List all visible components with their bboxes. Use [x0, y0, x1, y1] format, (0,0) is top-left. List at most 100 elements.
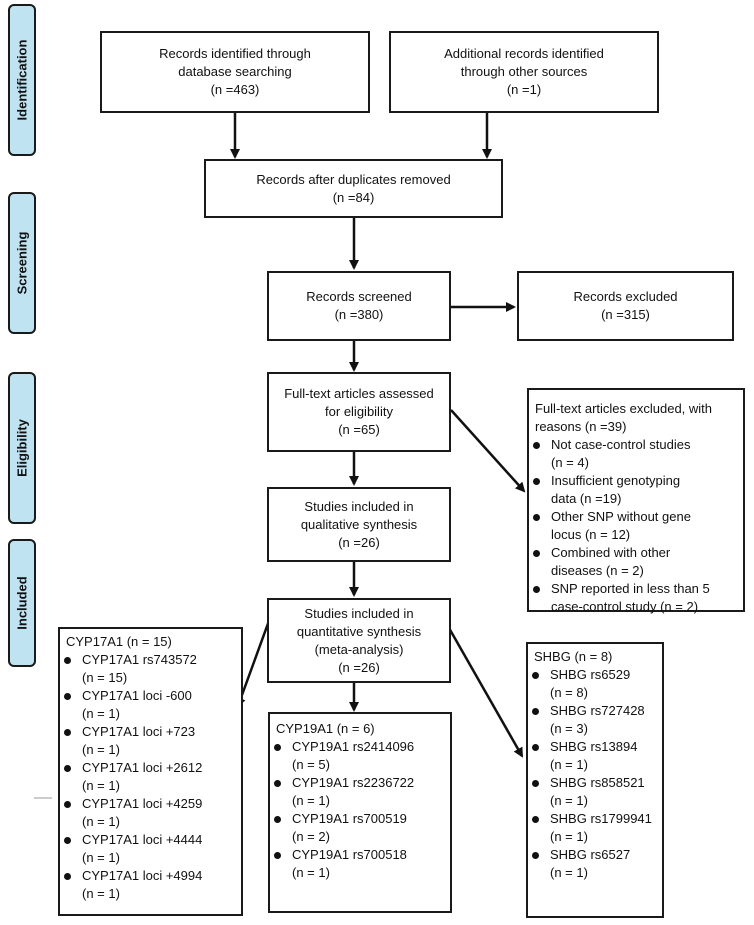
list-item: SHBG rs13894	[528, 738, 662, 756]
shbg-list: SHBG rs6529 (n = 8) SHBG rs727428 (n = 3…	[528, 666, 662, 882]
list-item: CYP19A1 rs2236722	[270, 774, 450, 792]
list-item-count: (n = 1)	[82, 778, 120, 793]
list-item-count: case-control study (n = 2)	[551, 599, 699, 614]
list-item: CYP17A1 loci +4994	[60, 867, 241, 885]
list-item: Not case-control studies	[529, 436, 743, 454]
box-text: Records after duplicates removed	[256, 171, 451, 187]
box-after-duplicates: Records after duplicates removed (n =84)	[204, 159, 503, 218]
list-item-count: (n = 1)	[82, 850, 120, 865]
list-item-label: CYP19A1 rs700518	[292, 847, 407, 862]
list-item-label: CYP17A1 loci -600	[82, 688, 192, 703]
list-item-label: SHBG rs6527	[550, 847, 631, 862]
box-text: quantitative synthesis	[296, 623, 422, 639]
list-item: Combined with other	[529, 544, 743, 562]
list-item-label: CYP17A1 loci +4444	[82, 832, 203, 847]
arrow-fulltext-to-excluded	[450, 409, 526, 493]
stage-included-label: Included	[14, 576, 30, 630]
list-item-count: (n = 1)	[550, 757, 588, 772]
box-text: (n =84)	[332, 189, 375, 205]
box-text: (n =1)	[506, 82, 542, 97]
list-item-count: locus (n = 12)	[551, 527, 631, 542]
cyp17a1-list: CYP17A1 rs743572 (n = 15) CYP17A1 loci -…	[60, 651, 241, 903]
list-item-label: SHBG rs1799941	[550, 811, 652, 826]
arrow-quantitative-to-cyp17a1	[236, 617, 272, 708]
list-item: CYP17A1 rs743572	[60, 651, 241, 669]
stage-included: Included	[8, 539, 36, 667]
cyp19a1-list: CYP19A1 rs2414096 (n = 5) CYP19A1 rs2236…	[270, 738, 450, 882]
box-header: SHBG (n = 8)	[534, 649, 613, 664]
box-text: database searching	[178, 64, 292, 79]
box-text: qualitative synthesis	[300, 516, 418, 532]
list-item-label: CYP19A1 rs2236722	[292, 775, 415, 790]
stage-eligibility: Eligibility	[8, 372, 36, 524]
list-item-label: CYP17A1 loci +2612	[82, 760, 203, 775]
list-item-label: Not case-control studies	[551, 437, 691, 452]
box-cyp17a1: CYP17A1 (n = 15) CYP17A1 rs743572 (n = 1…	[58, 627, 243, 916]
list-item-label: Combined with other	[551, 545, 671, 560]
box-database-search: Records identified through database sear…	[100, 31, 370, 113]
stage-identification: Identification	[8, 4, 36, 156]
box-text: Records screened	[306, 289, 412, 304]
box-text: reasons (n =39)	[535, 419, 627, 434]
list-item-label: CYP17A1 rs743572	[82, 652, 197, 667]
box-quantitative-synthesis: Studies included in quantitative synthes…	[267, 598, 451, 683]
box-fulltext-assessed: Full-text articles assessed for eligibil…	[267, 372, 451, 452]
box-header: CYP17A1 (n = 15)	[66, 634, 172, 649]
list-item-label: SHBG rs858521	[550, 775, 645, 790]
box-fulltext-excluded: Full-text articles excluded, with reason…	[527, 388, 745, 614]
list-item: CYP19A1 rs700519	[270, 810, 450, 828]
list-item-label: SNP reported in less than 5	[551, 581, 710, 596]
box-qualitative-synthesis: Studies included in qualitative synthesi…	[267, 487, 451, 562]
list-item-count: (n = 5)	[292, 757, 330, 772]
list-item-count: (n = 1)	[82, 742, 120, 757]
stage-identification-label: Identification	[14, 39, 30, 121]
list-item-label: CYP17A1 loci +723	[82, 724, 196, 739]
list-item: SNP reported in less than 5	[529, 580, 743, 598]
box-text: Records identified through	[159, 46, 311, 61]
list-item: Insufficient genotyping	[529, 472, 743, 490]
list-item-label: CYP19A1 rs700519	[292, 811, 407, 826]
stage-eligibility-label: Eligibility	[14, 419, 30, 477]
box-text: Additional records identified	[444, 46, 604, 61]
box-text: (n =315)	[601, 307, 650, 322]
list-item-count: (n = 3)	[550, 721, 588, 736]
list-item: CYP17A1 loci -600	[60, 687, 241, 705]
list-item: CYP19A1 rs700518	[270, 846, 450, 864]
box-text: for eligibility	[325, 404, 393, 419]
list-item: CYP17A1 loci +4259	[60, 795, 241, 813]
list-item-count: diseases (n = 2)	[551, 563, 644, 578]
box-text: Full-text articles excluded, with	[535, 401, 713, 416]
list-item-label: CYP17A1 loci +4994	[82, 868, 203, 883]
list-item: CYP17A1 loci +2612	[60, 759, 241, 777]
list-item-count: (n = 1)	[292, 793, 330, 808]
box-text: (n =380)	[334, 307, 384, 322]
box-text: Studies included in	[304, 605, 414, 621]
stage-screening: Screening	[8, 192, 36, 334]
list-item-label: Other SNP without gene	[551, 509, 691, 524]
box-text: (meta-analysis)	[314, 641, 404, 657]
list-item-count: (n = 15)	[82, 670, 128, 685]
list-item-label: SHBG rs727428	[550, 703, 645, 718]
list-item-count: (n = 1)	[550, 793, 588, 808]
box-text: (n =65)	[338, 422, 380, 437]
list-item-label: SHBG rs13894	[550, 739, 638, 754]
list-item-count: (n = 1)	[550, 829, 588, 844]
list-item: CYP17A1 loci +4444	[60, 831, 241, 849]
box-records-excluded: Records excluded (n =315)	[517, 271, 734, 341]
list-item: SHBG rs6529	[528, 666, 662, 684]
list-item: Other SNP without gene	[529, 508, 743, 526]
box-text: Records excluded	[573, 289, 678, 304]
list-item: SHBG rs6527	[528, 846, 662, 864]
box-text: Studies included in	[304, 498, 414, 514]
box-shbg: SHBG (n = 8) SHBG rs6529 (n = 8) SHBG rs…	[526, 642, 664, 918]
box-text: (n =26)	[338, 659, 380, 675]
list-item-count: (n = 1)	[82, 706, 120, 721]
list-item-count: (n = 4)	[551, 455, 589, 470]
list-item-count: data (n =19)	[551, 491, 622, 506]
box-header: CYP19A1 (n = 6)	[276, 721, 375, 736]
list-item-count: (n = 1)	[82, 886, 120, 901]
list-item-count: (n = 1)	[82, 814, 120, 829]
list-item-count: (n = 1)	[292, 865, 330, 880]
